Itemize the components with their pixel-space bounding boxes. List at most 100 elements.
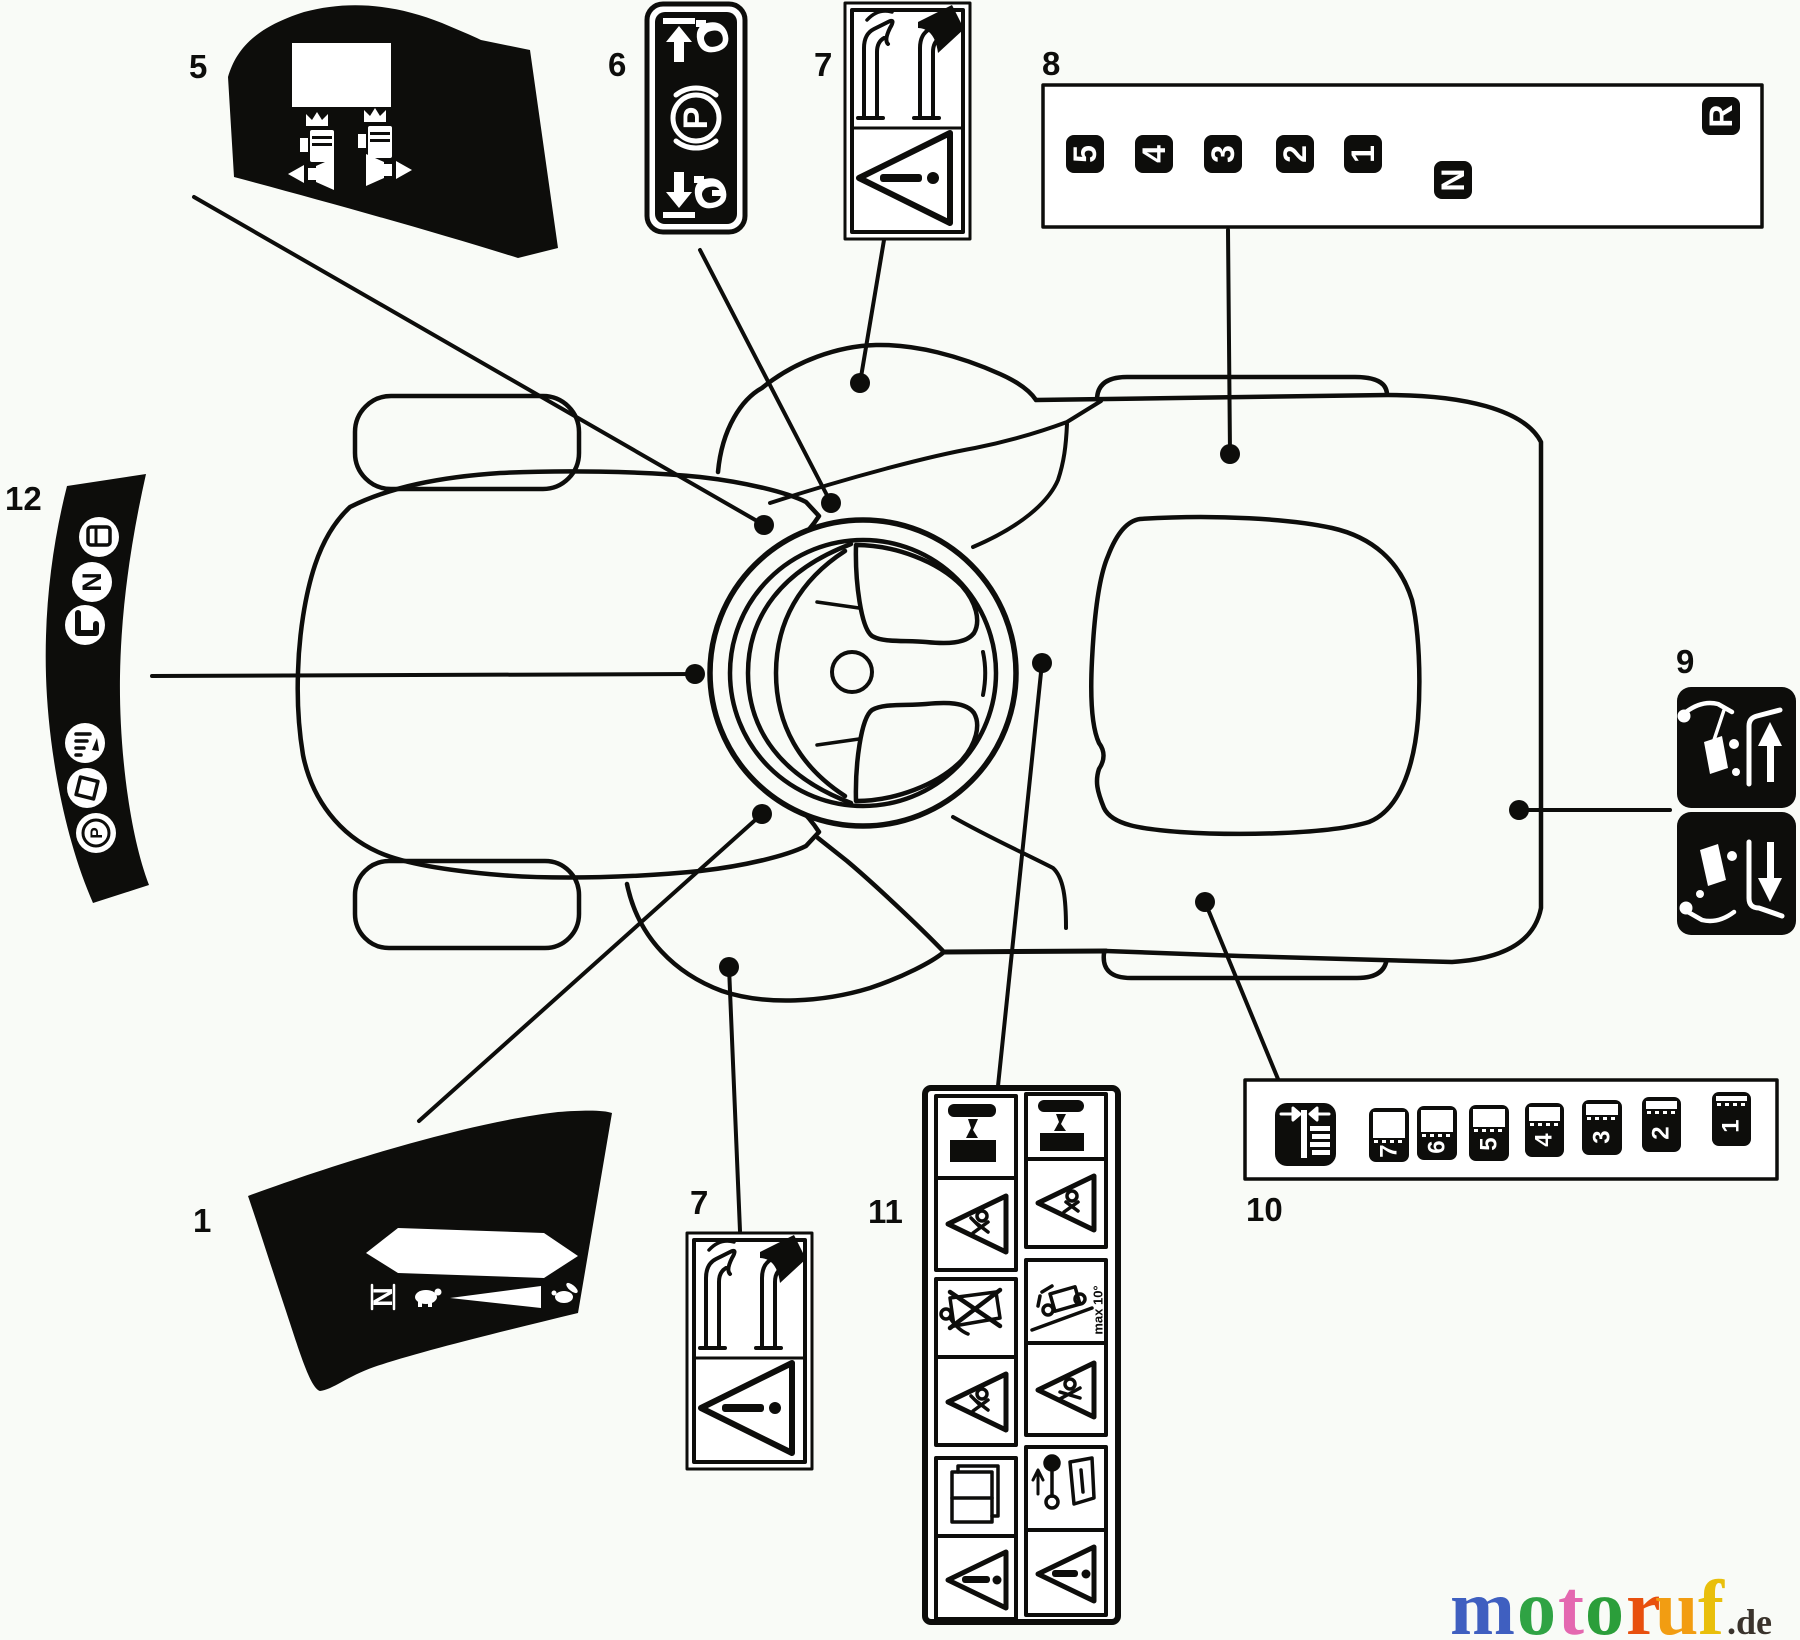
decal-10-badges-group-4-box-2 — [1529, 1107, 1560, 1121]
decal-10-badges-group-1-box-6 — [1398, 1140, 1402, 1143]
decal-11-group-1-group-13-art-2 — [947, 1287, 1003, 1331]
leader-line-7-bottom — [727, 965, 742, 1233]
decal-10-badges-group-1-box-5 — [1390, 1140, 1394, 1143]
decal-11-group-1-group-13 — [939, 1287, 1003, 1336]
leader-lines — [150, 195, 1672, 1233]
decal-12-neutral-letter: N — [77, 572, 107, 592]
decal-8-gears-text-4: 4 — [1136, 145, 1172, 163]
decal-7-bottom[interactable]: 7 — [685, 1184, 814, 1471]
decal-10-adjust-icon-group-2-art-3 — [1293, 1108, 1300, 1120]
decal-9[interactable]: 9 — [1676, 643, 1796, 935]
decal-11[interactable]: 11 — [868, 1085, 1121, 1625]
decal-11-group-1-group-18-dot-3 — [1041, 1303, 1055, 1317]
logo-letter-o2: o — [1585, 1564, 1624, 1640]
decal-11-group-1-box-16 — [1024, 1258, 1108, 1437]
decal-9-raise-glyphs-art-9 — [1758, 722, 1782, 746]
decal-7-bottom-box-group-4-art-1 — [704, 1248, 737, 1350]
logo-letter-r: r — [1626, 1564, 1661, 1640]
hood-outline — [715, 342, 1039, 475]
decal-12-icons-art-6 — [75, 610, 99, 636]
decal-5-icon-left-art-8 — [288, 165, 304, 183]
leader-dots — [685, 373, 1529, 977]
leader-line-7-top — [858, 238, 886, 385]
decal-11-group-1-group-23-art-2 — [956, 1464, 1000, 1518]
decal-10-adjust-icon-group-2-box-9 — [1312, 1150, 1330, 1155]
decal-7-top-arrow — [918, 5, 964, 53]
decal-10[interactable]: 10 7 — [1243, 1078, 1779, 1228]
decal-11-group-1-box-1 — [934, 1094, 1018, 1272]
decal-10-badges-group-3-box-6 — [1498, 1129, 1502, 1132]
decal-9-raise-glyphs-art-1 — [1683, 700, 1735, 715]
decal-5-shape — [228, 5, 558, 258]
decal-6-icon-raise-art-3 — [696, 22, 729, 53]
decal-11-group-1: max 10° — [934, 1092, 1108, 1621]
rear-body-fill — [944, 395, 1541, 962]
decal-11-group-1-group-29-art-4 — [1031, 1468, 1045, 1496]
decal-12[interactable]: 12 N P — [5, 474, 149, 903]
decal-7-bottom-box-group-4 — [698, 1239, 737, 1350]
leader-dot-7-bottom — [719, 957, 739, 977]
fender-lower-line — [951, 815, 1068, 930]
decal-7-top-box-group-4 — [856, 9, 895, 120]
decal-10-badges-group-2: 6 — [1417, 1106, 1457, 1160]
decal-10-badges-group-2-box-5 — [1438, 1134, 1442, 1137]
leader-dot-7-top — [850, 373, 870, 393]
decal-7-top-box-group-4-art-2 — [875, 36, 886, 120]
decal-12-parking-letter: P — [87, 827, 106, 838]
decal-8-gears-text-8: 2 — [1277, 145, 1313, 163]
footboard-line — [941, 948, 1109, 955]
decal-10-badges-group-6-text-7: 2 — [1648, 1126, 1675, 1139]
decal-12-icons-dot-7 — [65, 723, 105, 763]
decal-10-badges-group-6-box-1 — [1642, 1097, 1681, 1152]
decal-5[interactable]: 5 — [189, 5, 558, 258]
steering-spoke-cutout-upper — [853, 542, 980, 646]
decal-1-speed-bar — [366, 1228, 578, 1278]
decal-11-group-1-group-20 — [1056, 1377, 1082, 1402]
decal-11-group-1-group-5-dot-1 — [975, 1209, 989, 1223]
decal-10-adjust-icon-group-2-box-7 — [1312, 1134, 1330, 1139]
decal-6-icon-parking-brake-dot-1 — [670, 92, 722, 144]
steering-console-arc-inner — [773, 548, 848, 799]
decal-10-badges-group-2-box-6 — [1446, 1134, 1450, 1137]
decal-11-group-1-group-8-art-2 — [1054, 1114, 1066, 1131]
leader-dot-12 — [685, 664, 705, 684]
motoruf-logo[interactable]: m o t o r u f .de — [1450, 1564, 1772, 1640]
decal-5-icon-right-art-6 — [366, 154, 384, 186]
steering-spoke-line-lower — [815, 737, 861, 747]
decal-10-badges-group-5-box-4 — [1595, 1117, 1599, 1120]
decal-12-icons-dot-10 — [67, 768, 107, 808]
decal-6-inner — [655, 12, 737, 224]
steering-spoke-line-upper — [815, 600, 861, 610]
decal-11-group-1-group-13-art-4 — [948, 1316, 970, 1336]
decal-6-icon-parking-brake-art-2 — [673, 85, 719, 98]
decal-9-lower-glyphs-dot-5 — [1696, 890, 1704, 898]
leader-dot-9 — [1509, 800, 1529, 820]
rear-deck-outline — [624, 835, 947, 1003]
decal-11-group-1-art-19 — [1035, 1360, 1097, 1420]
decal-7-top[interactable]: 7 — [814, 1, 972, 241]
decal-10-badges-group-6: 2 — [1642, 1097, 1681, 1152]
decal-11-group-1-box-25 — [962, 1576, 990, 1583]
leader-dot-6 — [821, 493, 841, 513]
leader-line-12 — [150, 672, 697, 678]
decal-9-raise-glyphs-dot-6 — [1732, 768, 1740, 776]
decal-1[interactable]: 1 N — [193, 1110, 612, 1391]
decal-7-top-box-group-4-art-4 — [865, 9, 894, 22]
decal-6-icon-lower-box-4 — [694, 176, 704, 183]
callout-label-9: 9 — [1676, 643, 1694, 680]
decal-8-gears-text-10: 1 — [1345, 145, 1381, 163]
decal-10-badges-group-1-text-7: 7 — [1376, 1144, 1403, 1157]
decal-6[interactable]: 6 P — [608, 1, 748, 235]
decal-8[interactable]: 8 5 4 3 2 1 N R — [1041, 45, 1764, 229]
decal-7-bottom-box-group-4-art-2 — [717, 1266, 728, 1350]
decal-1-neutral-letter: N — [368, 1287, 398, 1307]
decal-6-icon-lower-box-5 — [712, 190, 722, 196]
decal-7-bottom-arrow — [760, 1235, 806, 1283]
decal-11-group-1-group-29 — [1031, 1454, 1096, 1510]
decal-12-icons-box-2 — [86, 525, 112, 547]
leader-line-8 — [1226, 228, 1232, 456]
decal-9-lower-glyphs-dot-4 — [1727, 851, 1737, 861]
decal-10-badges-group-1-box-4 — [1382, 1140, 1386, 1143]
decal-8-neutral-badge — [1434, 161, 1472, 199]
seat-outline — [1089, 514, 1422, 837]
